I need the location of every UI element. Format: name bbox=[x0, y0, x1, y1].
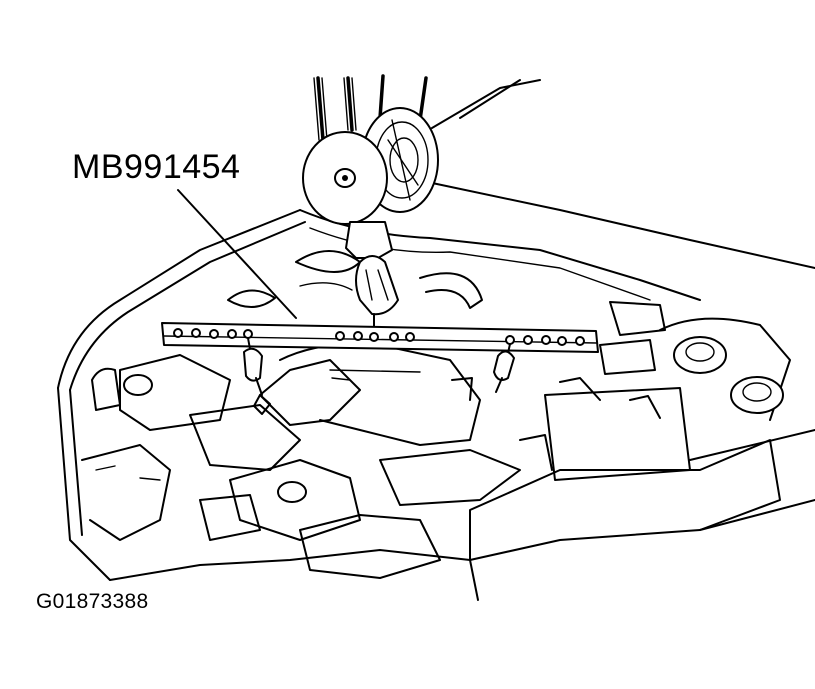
chain-block-hoist bbox=[302, 74, 439, 339]
hanger-holes bbox=[173, 328, 585, 346]
callout-leader-line bbox=[177, 189, 297, 319]
figure-id: G01873388 bbox=[36, 590, 149, 613]
engine-hanger-bar bbox=[161, 322, 599, 415]
engine-compartment bbox=[57, 79, 815, 601]
callout-tool-number: MB991454 bbox=[72, 148, 241, 186]
